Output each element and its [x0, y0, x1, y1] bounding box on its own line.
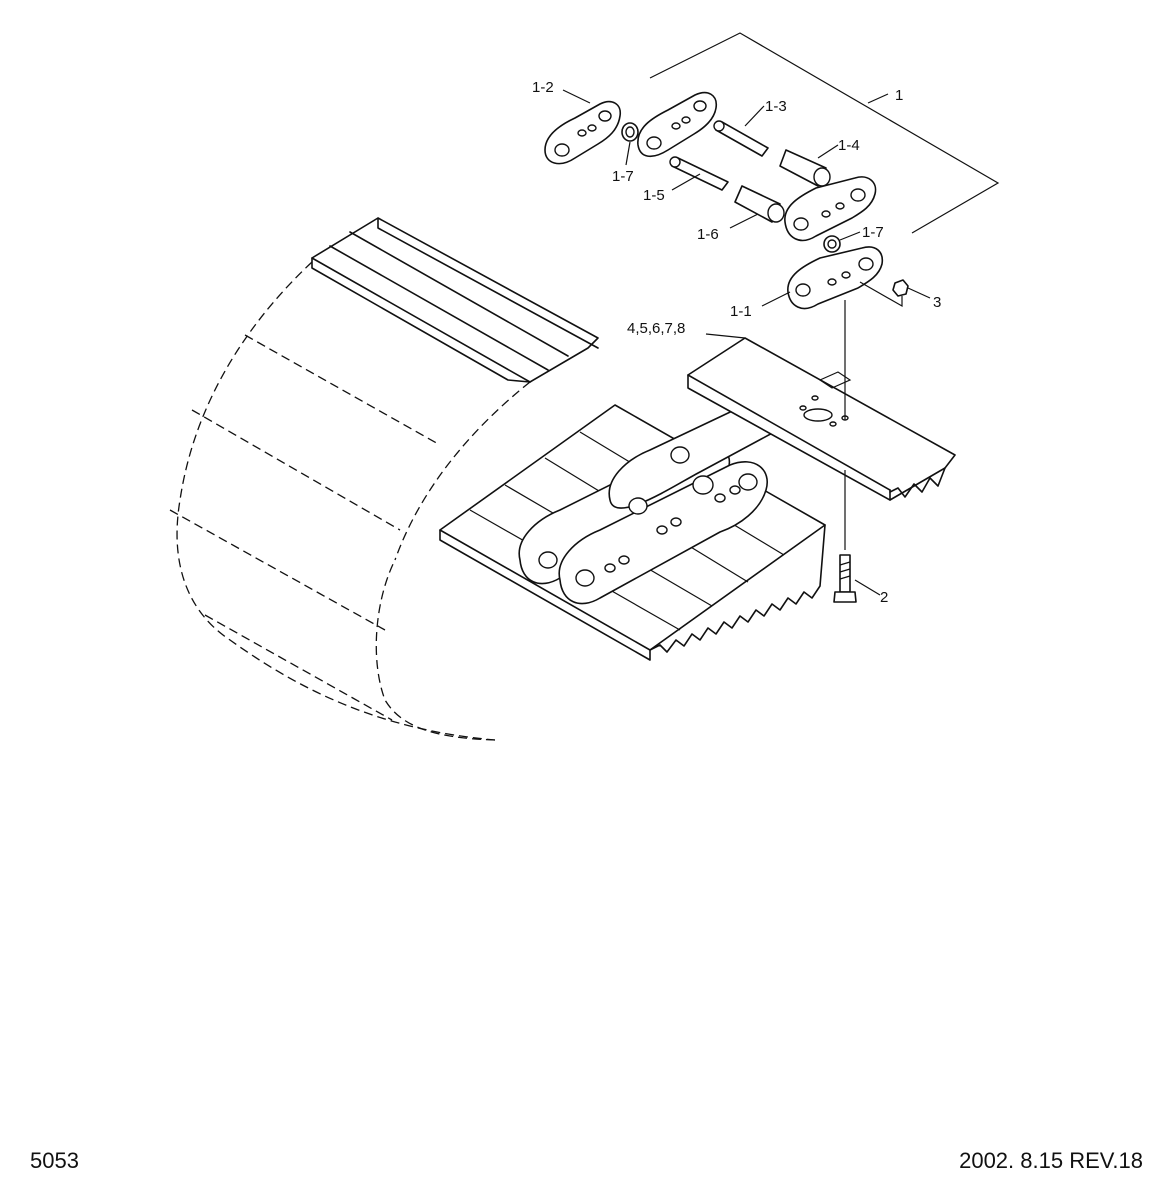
track-belt-outline	[169, 217, 599, 741]
exploded-seal-1-7-right	[823, 235, 841, 253]
callout-1-7-left: 1-7	[612, 168, 634, 185]
assembly-bracket	[649, 32, 1000, 234]
exploded-pin-1-3	[713, 120, 769, 157]
callout-1-5: 1-5	[643, 187, 665, 204]
callout-4-8: 4,5,6,7,8	[627, 320, 685, 337]
callout-labels: 1 1-2 1-3 1-4 1-7 1-5 1-6 1-7 1-1 3 4,5,…	[532, 79, 941, 606]
callout-3: 3	[933, 294, 941, 311]
callout-2: 2	[880, 589, 888, 606]
exploded-link-1-1	[787, 246, 884, 310]
exploded-bushing-1-4	[779, 149, 831, 187]
exploded-link-middle	[784, 176, 877, 242]
callout-1-3: 1-3	[765, 98, 787, 115]
callout-1-7-right: 1-7	[862, 224, 884, 241]
exploded-bushing-1-6	[734, 185, 785, 223]
exploded-pin-1-5	[669, 156, 729, 191]
callout-1-1: 1-1	[730, 303, 752, 320]
callout-1-2: 1-2	[532, 79, 554, 96]
revision-date: 2002. 8.15 REV.18	[959, 1148, 1143, 1173]
callout-1-4: 1-4	[838, 137, 860, 154]
track-shoe	[687, 300, 956, 550]
exploded-link-1-2	[544, 100, 622, 165]
callout-1: 1	[895, 87, 903, 104]
drawing-number: 5053	[30, 1148, 79, 1173]
exploded-seal-1-7-left	[621, 122, 639, 142]
exploded-link-upper	[637, 91, 718, 158]
nut-part-3	[859, 279, 909, 308]
bolt-part-2	[833, 554, 857, 603]
leader-lines	[562, 89, 931, 596]
callout-1-6: 1-6	[697, 226, 719, 243]
assembled-chain-on-shoes	[439, 401, 826, 661]
